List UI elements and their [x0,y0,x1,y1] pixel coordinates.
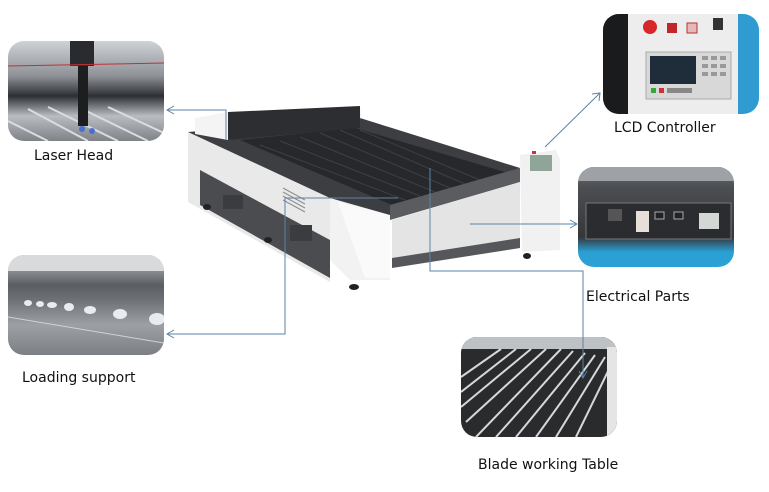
loading-support-photo [8,255,164,355]
electrical-parts-label: Electrical Parts [586,289,690,305]
blade-working-table-label: Blade working Table [478,457,619,473]
lcd-controller-label: LCD Controller [614,120,716,136]
arrowhead-icon [569,219,579,229]
laser-head-label: Laser Head [34,148,114,164]
lcd-controller-leader [544,92,601,148]
arrowhead-icon [165,329,175,339]
blade-table-photo [461,337,617,437]
arrowhead-icon [591,92,601,102]
laser-head-leader [167,109,227,140]
electrical-parts-photo [578,167,734,267]
loading-support-leader [167,197,398,335]
laser-head-photo [8,41,164,141]
lcd-controller-photo [603,14,759,114]
arrowhead-icon [165,105,175,115]
arrowhead-icon [578,370,588,380]
loading-support-label: Loading support [22,370,136,386]
blade-table-leader [429,168,584,378]
